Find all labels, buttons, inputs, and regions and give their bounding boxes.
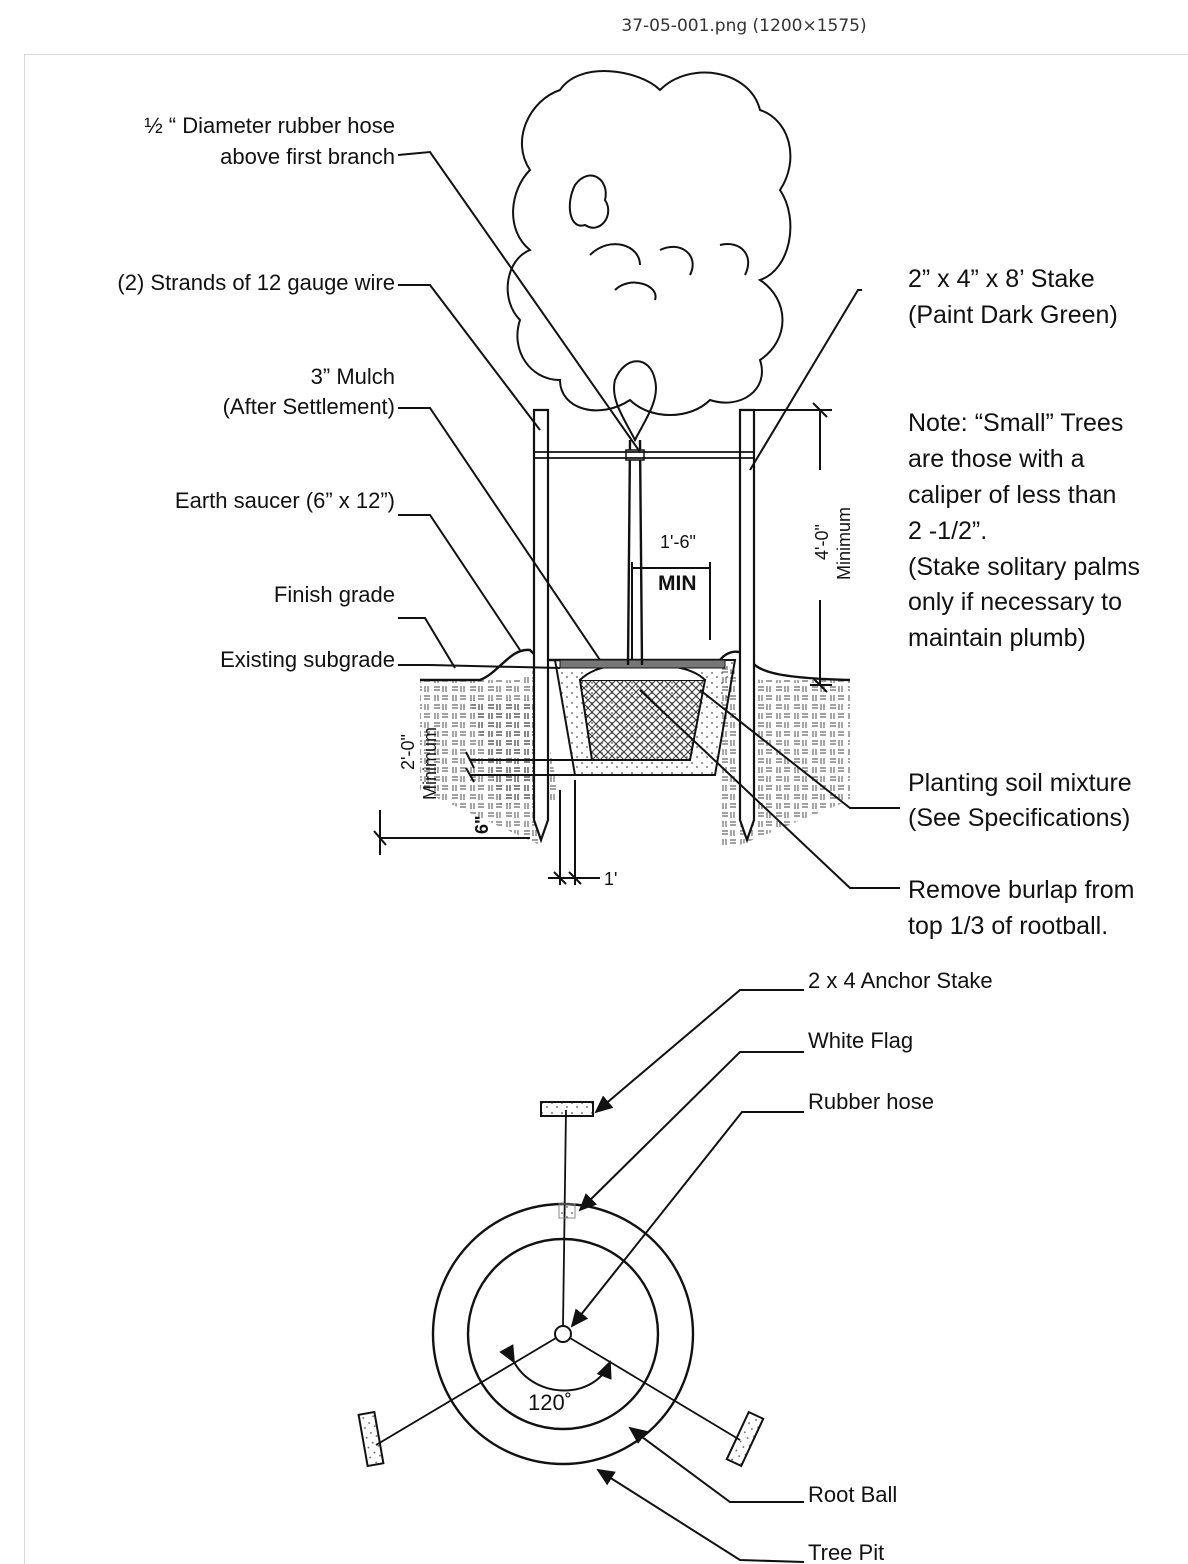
file-title: 37-05-001.png (1200×1575) [621, 16, 867, 36]
root-ball-circle [466, 1237, 660, 1431]
plan-label-flag: White Flag [808, 1028, 913, 1053]
plan-leaders [570, 989, 805, 1563]
anchor-stake-left [357, 1410, 385, 1468]
note-line-4: 2 -1/2”. [908, 517, 987, 545]
label-burlap-2: top 1/3 of rootball. [908, 912, 1108, 940]
elevation-leaders [397, 150, 900, 889]
label-subgrade: Existing subgrade [220, 647, 395, 672]
note-line-1: Note: “Small” Trees [908, 409, 1123, 437]
note-line-6: only if necessary to [908, 588, 1122, 616]
dimension-one [548, 780, 600, 885]
label-planting-soil-2: (See Specifications) [908, 804, 1130, 832]
note-line-7: maintain plumb) [908, 624, 1086, 652]
plan-label-hose: Rubber hose [808, 1089, 934, 1114]
dim-height-sub: Minimum [834, 507, 854, 580]
dimension-height [755, 402, 832, 693]
trunk-circle [554, 1325, 572, 1343]
note-line-5: (Stake solitary palms [908, 553, 1140, 581]
planting-pit [553, 659, 737, 776]
label-saucer: Earth saucer (6” x 12”) [175, 488, 395, 513]
plan-view [357, 1101, 765, 1468]
image-frame [24, 54, 1188, 1564]
dimension-spacing [631, 562, 711, 660]
label-finish-grade: Finish grade [274, 582, 395, 607]
label-hose-1: ½ “ Diameter rubber hose [144, 113, 395, 138]
dim-height-label: 4'-0" [812, 524, 832, 560]
stake-right [738, 408, 756, 844]
label-hose-2: above first branch [220, 144, 395, 169]
label-mulch-2: (After Settlement) [223, 394, 395, 419]
guy-wires [535, 451, 755, 459]
label-planting-soil-1: Planting soil mixture [908, 769, 1132, 797]
label-mulch-1: 3” Mulch [311, 364, 395, 389]
label-wire: (2) Strands of 12 gauge wire [117, 270, 395, 295]
label-stake-1: 2” x 4” x 8’ Stake [908, 265, 1095, 293]
plan-label-root-ball: Root Ball [808, 1482, 897, 1507]
dimension-six [373, 810, 530, 855]
note-line-3: caliper of less than [908, 481, 1116, 509]
label-stake-2: (Paint Dark Green) [908, 301, 1118, 329]
dim-one-label: 1' [604, 869, 617, 889]
anchor-stake-top [540, 1101, 594, 1117]
note-line-2: are those with a [908, 445, 1085, 473]
dim-spacing-label: 1'-6" [660, 532, 696, 552]
dim-depth-sub: Minimum [420, 727, 440, 800]
dim-six-label: 6" [472, 815, 492, 834]
dim-depth-label: 2'-0" [398, 734, 418, 770]
label-burlap-1: Remove burlap from [908, 876, 1134, 904]
plan-angle-label: 120˚ [528, 1390, 572, 1415]
dimension-depth [465, 751, 700, 783]
anchor-stake-right [725, 1410, 765, 1468]
plan-label-anchor: 2 x 4 Anchor Stake [808, 968, 993, 993]
dim-min-label: MIN [658, 572, 697, 595]
plan-label-tree-pit: Tree Pit [808, 1540, 884, 1564]
stake-left [532, 408, 550, 844]
tree-canopy [506, 70, 792, 443]
white-flag-mark [558, 1203, 576, 1219]
tree-trunk [625, 439, 645, 666]
